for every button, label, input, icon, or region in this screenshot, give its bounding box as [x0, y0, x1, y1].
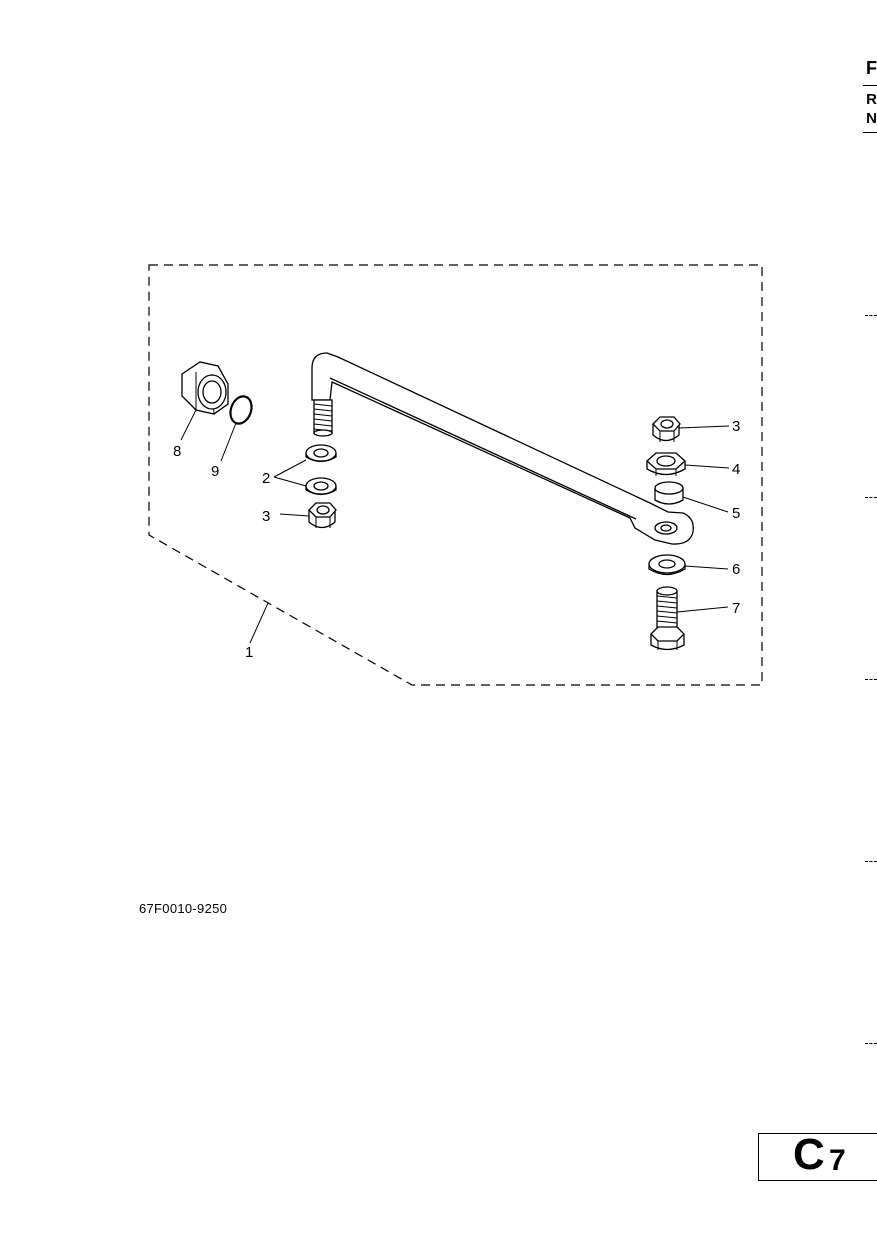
washer-right [648, 554, 686, 576]
header-letter-f: F [866, 58, 877, 78]
callout-3-left: 3 [262, 508, 270, 525]
page-tag-letter: C [793, 1130, 825, 1179]
washer-lower [305, 477, 337, 496]
callout-8: 8 [173, 443, 181, 460]
washer-upper [305, 444, 337, 463]
link-rod [311, 352, 694, 545]
callout-9: 9 [211, 463, 219, 480]
row-tick [865, 315, 877, 316]
hex-nut [646, 452, 686, 476]
row-tick [865, 861, 877, 862]
header-letter-n: N [866, 110, 877, 127]
callout-4: 4 [732, 461, 740, 478]
assembly-boundary [148, 264, 763, 686]
diagram-part-code: 67F0010-9250 [139, 901, 228, 916]
collar [654, 481, 684, 505]
callout-7: 7 [732, 600, 740, 617]
page-tag-number: 7 [829, 1144, 846, 1177]
callout-5: 5 [732, 505, 740, 522]
callout-3-right: 3 [732, 418, 740, 435]
header-rule-bottom [863, 132, 877, 133]
callout-1: 1 [245, 644, 253, 661]
callout-2: 2 [262, 470, 270, 487]
header-letter-r: R [866, 91, 877, 108]
o-ring [229, 395, 253, 425]
bolt [650, 586, 685, 651]
row-tick [865, 1043, 877, 1044]
row-tick [865, 679, 877, 680]
header-rule-top [863, 85, 877, 86]
row-tick [865, 497, 877, 498]
lock-nut-right [652, 416, 681, 442]
page-tag: C 7 [758, 1130, 877, 1181]
lock-nut-left [308, 502, 337, 529]
fitting-nut [181, 361, 229, 415]
leader-lines [180, 409, 730, 644]
callout-6: 6 [732, 561, 740, 578]
